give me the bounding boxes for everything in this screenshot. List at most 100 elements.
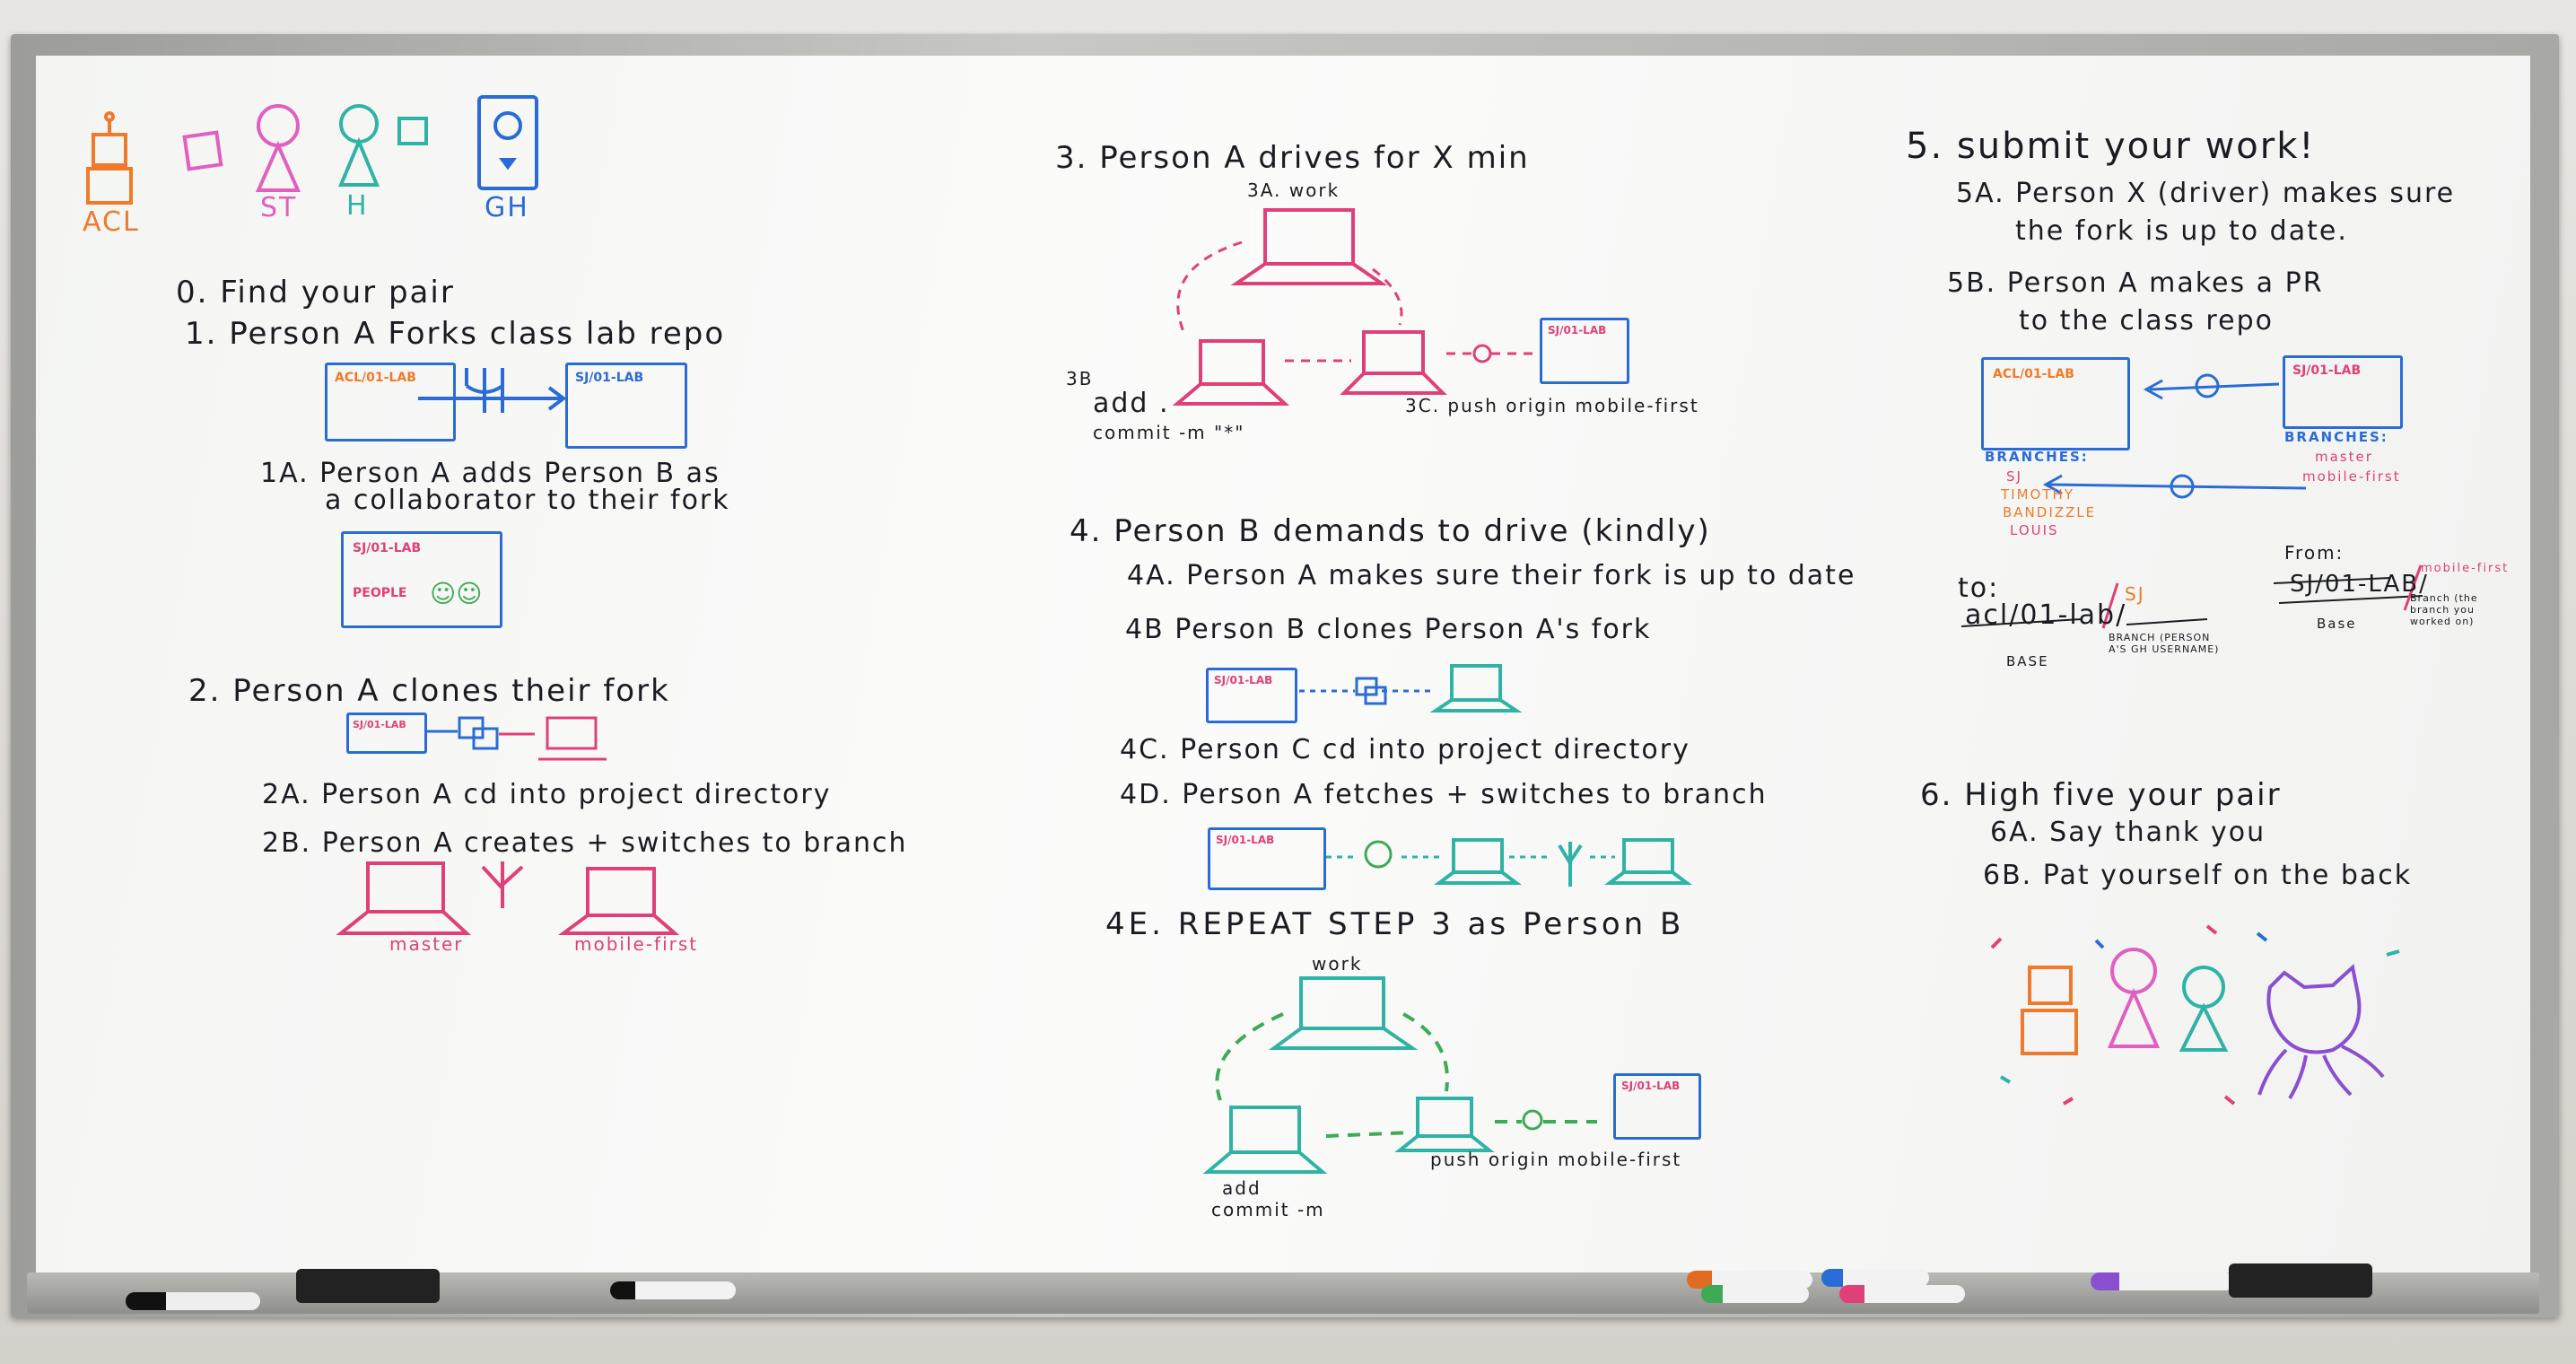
stick-figure-icon [255,104,301,192]
repo-box-label: SJ/01-LAB [1216,834,1275,846]
step-4d: 4D. Person A fetches + switches to branc… [1120,779,1768,810]
stick-figure-icon [338,104,380,187]
step-0-heading: 0. Find your pair [176,275,455,310]
repo-box-label: SJ/01-LAB [2292,363,2362,378]
branches-left-item: SJ [2006,468,2022,485]
octocat-icon [2257,964,2385,1100]
step-4a: 4A. Person A makes sure their fork is up… [1127,560,1856,591]
to-label: to: [1958,573,2000,604]
eraser[interactable] [2229,1263,2372,1298]
step-3a: 3A. work [1247,179,1340,201]
laptop-icon [1268,976,1419,1050]
laptop-icon [1172,339,1290,406]
repo-box-label: SJ/01-LAB [575,371,644,385]
laptop-icon [557,867,680,935]
branches-right-item: mobile-first [2302,468,2401,485]
branches-left-title: BRANCHES: [1985,449,2089,465]
step-5b-line2: to the class repo [2019,305,2274,337]
step-4e-heading: 4E. REPEAT STEP 3 as Person B [1105,906,1685,942]
marker-orange[interactable] [1687,1271,1812,1289]
step-2a: 2A. Person A cd into project directory [262,779,832,810]
to-base: BASE [2006,653,2049,669]
step-1-heading: 1. Person A Forks class lab repo [185,316,726,352]
robot-icon [2021,966,2078,1055]
step-2-heading: 2. Person A clones their fork [188,673,670,709]
marker-purple[interactable] [2091,1272,2234,1290]
branch-icon [481,861,524,908]
step-4b: 4B Person B clones Person A's fork [1125,614,1652,645]
repo-box-sj: SJ/01-LAB [1208,827,1326,890]
repo-box-sj: SJ/01-LAB [1540,318,1629,384]
laptop-icon [1604,838,1692,885]
from-branch-note: Branch (the branch you worked on) [2410,592,2478,627]
step-3-heading: 3. Person A drives for X min [1055,140,1530,176]
step-1a-line1: 1A. Person A adds Person B as [260,458,720,489]
laptop-icon [1230,208,1388,285]
marker-pink[interactable] [1839,1285,1965,1303]
repo-box-sj: SJ/01-LAB [565,363,687,449]
marker-blue[interactable] [1821,1269,1929,1287]
branch-label-master: master [389,933,464,955]
repo-box-label: SJ/01-LAB [1621,1080,1681,1092]
box-avatar-icon [182,130,223,171]
step-4e-commit: commit -m [1211,1199,1325,1220]
step-3c: 3C. push origin mobile-first [1405,395,1699,416]
eraser[interactable] [296,1269,440,1303]
slash [2101,564,2423,629]
to-repo: acl/01-lab/ [1965,599,2127,631]
step-6a: 6A. Say thank you [1990,817,2266,848]
laptop-icon [336,861,472,935]
underline [1960,577,2423,627]
step-6-heading: 6. High five your pair [1920,777,2282,813]
stick-figure-icon [2107,948,2161,1048]
avatar-label-st: ST [260,192,298,223]
repo-box-sj: SJ/01-LAB [1613,1073,1701,1140]
repo-box-acl: ACL/01-LAB [1981,357,2130,450]
step-3b-label: 3B [1066,368,1094,389]
branches-left-item: LOUIS [2010,522,2059,538]
marker-black[interactable] [126,1292,260,1310]
step-4c: 4C. Person C cd into project directory [1120,734,1690,765]
repo-box-sj: SJ/01-LAB [1206,668,1297,723]
cycle-arrows [1176,240,1534,363]
step-1a-line2: a collaborator to their fork [325,485,730,516]
branches-right-title: BRANCHES: [2284,429,2388,445]
step-4e-add: add [1222,1177,1262,1199]
fork-icon [418,368,567,413]
laptop-icon [1202,1106,1328,1174]
repo-box-label: ACL/01-LAB [1993,367,2074,381]
repo-box-label: ACL/01-LAB [335,371,416,385]
laptop-icon [1434,838,1522,885]
repo-box-acl: ACL/01-LAB [325,363,456,442]
github-cat-icon [1364,840,1393,869]
from-repo: SJ/01-LAB/ [2290,571,2429,598]
to-branch-note: BRANCH (PERSON A'S GH USERNAME) [2109,632,2220,655]
branches-right-item: master [2315,449,2373,465]
branch-label-mobile-first: mobile-first [574,933,699,955]
step-5a-line1: 5A. Person X (driver) makes sure [1956,178,2456,209]
avatar-label-gh: GH [485,192,529,223]
marker-black[interactable] [610,1281,736,1299]
step-5a-line2: the fork is up to date. [2015,215,2348,247]
step-4-heading: 4. Person B demands to drive (kindly) [1070,513,1711,549]
github-cat-icon [1472,344,1492,363]
from-label: From: [2284,542,2345,564]
marker-green[interactable] [1701,1285,1809,1303]
from-branch: mobile-first [2421,562,2510,575]
repo-box-sj-people: SJ/01-LAB PEOPLE ☺☺ [341,531,502,628]
pr-arrows [2143,373,2280,400]
confetti [1990,924,2400,1106]
repo-box-label: SJ/01-LAB [1214,674,1273,686]
to-branch: SJ [2125,583,2145,605]
step-2b: 2B. Person A creates + switches to branc… [262,827,908,859]
pr-arrows [2042,474,2307,499]
branches-left-item: TIMOTHY [2001,486,2074,503]
step-6b: 6B. Pat yourself on the back [1983,860,2413,891]
step-3b-line2: commit -m "*" [1093,422,1245,443]
people-label: PEOPLE [353,586,407,600]
github-cat-icon [477,95,538,190]
people-icon: ☺☺ [430,579,483,608]
branch-icon [1558,842,1583,887]
github-cat-icon [1522,1109,1543,1131]
